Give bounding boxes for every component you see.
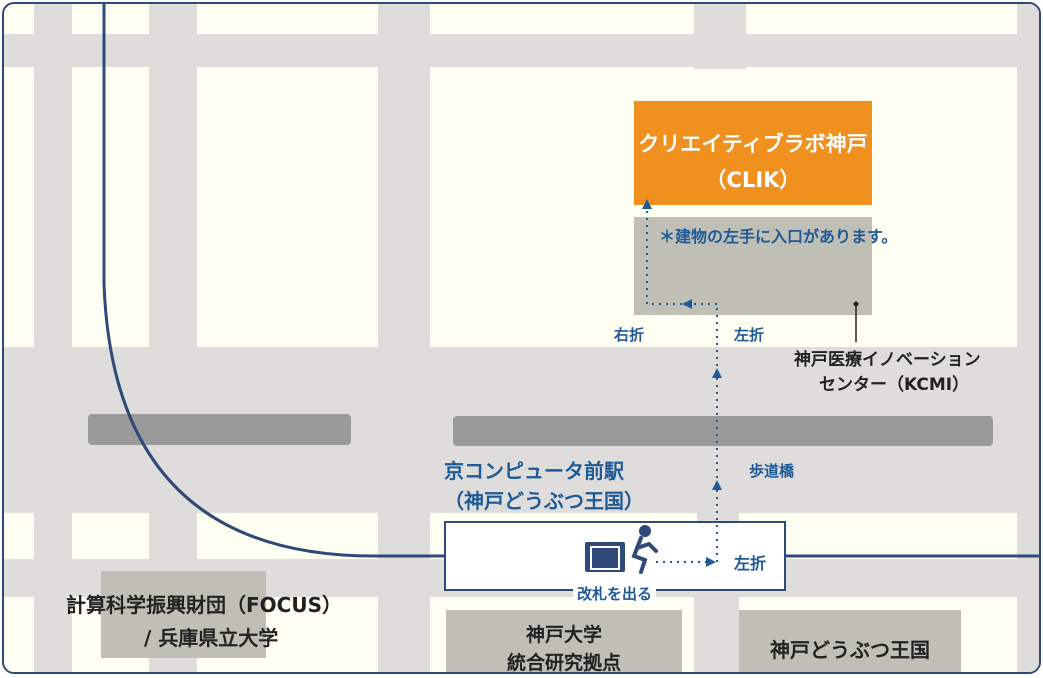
kobe-univ-building (446, 610, 682, 672)
rail-line (102, 4, 1039, 558)
kobe-univ-name-1: 神戸大学 (525, 624, 602, 646)
left-turn-label-2: 左折 (734, 554, 767, 573)
guideway-right (453, 416, 993, 446)
exit-gate-icon (585, 525, 658, 574)
kcmi-name-2: センター（KCMI） (819, 375, 970, 395)
clik-building[interactable] (634, 101, 872, 205)
clik-name: クリエイティブラボ神戸 (638, 132, 868, 156)
kcmi-name-1: 神戸医療イノベーション (794, 350, 981, 370)
zoo-building (739, 610, 961, 672)
focus-building (101, 571, 266, 658)
focus-name-2: / 兵庫県立大学 (144, 626, 279, 650)
arrow-up-2 (712, 368, 722, 378)
zoo-name: 神戸どうぶつ王国 (770, 638, 930, 662)
station-sub: （神戸どうぶつ王国） (444, 489, 644, 513)
arrow-right (706, 557, 716, 567)
road-horizontal-top (4, 34, 1039, 67)
focus-name-1: 計算科学振興財団（FOCUS） (66, 593, 342, 617)
kobe-univ-name-2: 統合研究拠点 (506, 652, 621, 674)
clik-abbr: （CLIK） (705, 168, 801, 192)
kcmi-building (634, 217, 872, 315)
left-turn-label-1: 左折 (734, 326, 765, 344)
arrow-up-3 (642, 199, 652, 209)
station-name: 京コンピュータ前駅 (444, 459, 624, 483)
road-vertical-7 (694, 594, 739, 672)
walking-route (646, 204, 718, 563)
entrance-note: ＊建物の左手に入口があります。 (659, 227, 898, 246)
arrow-up-1 (712, 480, 722, 490)
arrow-left (682, 299, 692, 309)
route-overlay (102, 4, 1039, 574)
pedestrian-bridge-label: 歩道橋 (749, 462, 795, 480)
right-turn-label: 右折 (614, 326, 645, 344)
exit-gate-label: 改札を出る (573, 583, 657, 604)
